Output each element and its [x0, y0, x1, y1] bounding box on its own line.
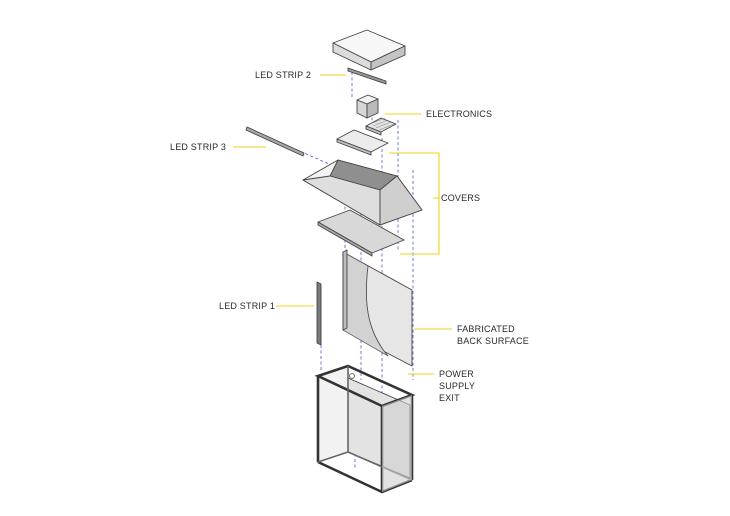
led-strip-3-part: [245, 126, 305, 157]
led-strip-2-part: [347, 67, 387, 85]
labels: LED STRIP 2 ELECTRONICS LED STRIP 3 COVE…: [170, 70, 529, 403]
label-covers: COVERS: [441, 193, 480, 203]
label-electronics: ELECTRONICS: [426, 109, 492, 119]
label-back-surface-line-1: FABRICATED: [457, 324, 515, 334]
enclosure-frame: [314, 364, 416, 494]
label-led-strip-3: LED STRIP 3: [170, 142, 226, 152]
label-power-line-1: POWER: [439, 369, 474, 379]
top-cap: [332, 29, 406, 71]
leader-lines: [233, 74, 452, 375]
covers-part: [302, 129, 423, 257]
label-power-line-3: EXIT: [439, 393, 460, 403]
led-strip-1-part: [316, 281, 322, 346]
label-back-surface-line-2: BACK SURFACE: [457, 336, 529, 346]
back-surface-part: [342, 249, 413, 367]
label-led-strip-1: LED STRIP 1: [219, 301, 275, 311]
electronics-part: [356, 94, 397, 136]
label-led-strip-2: LED STRIP 2: [255, 70, 311, 80]
label-power-line-2: SUPPLY: [439, 381, 475, 391]
